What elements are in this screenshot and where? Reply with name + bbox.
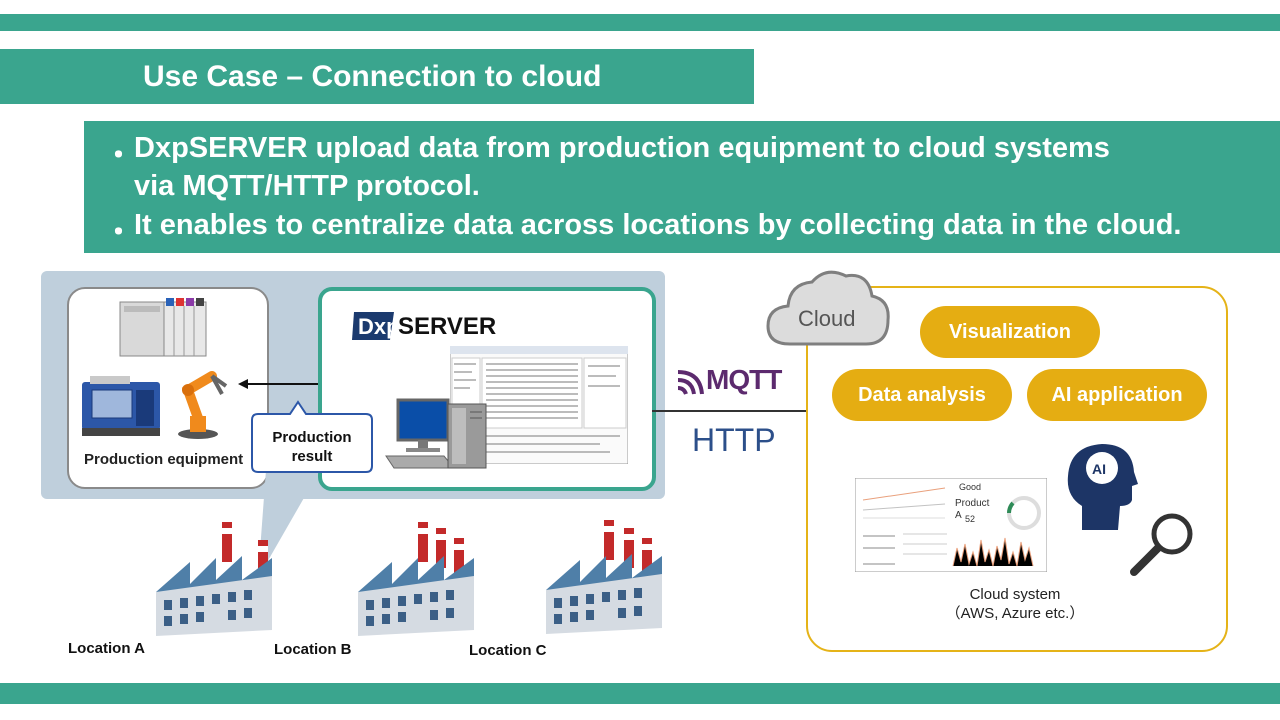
bottom-band — [0, 683, 1280, 704]
cloud-system-examples: （AWS, Azure etc.） — [945, 605, 1085, 622]
dashboard-good: Good — [959, 482, 981, 492]
mqtt-logo-icon — [677, 370, 704, 395]
callout-line2: result — [291, 448, 333, 465]
bullet-marker: ・ — [104, 140, 134, 172]
robot-arm-icon — [178, 371, 228, 439]
top-band — [0, 14, 1280, 31]
cloud-label: Cloud — [798, 306, 855, 331]
bullet-2: ・ It enables to centralize data across l… — [104, 209, 1182, 249]
factory-icon — [546, 520, 662, 634]
visualization-pill: Visualization — [920, 306, 1100, 358]
plc-icon — [119, 298, 207, 357]
bullet-1-line1: DxpSERVER upload data from production eq… — [134, 132, 1110, 164]
computer-icon — [385, 398, 456, 469]
dxpserver-logo: Dxp SERVER — [352, 312, 496, 340]
dashboard-thumbnail: Good Product A 52 — [855, 478, 1047, 572]
logo-prefix: Dxp — [358, 314, 400, 339]
ai-application-pill: AI application — [1027, 369, 1207, 421]
upload-arrow — [652, 402, 830, 420]
callout-line1: Production — [272, 429, 352, 446]
bullet-1-line2: via MQTT/HTTP protocol. — [134, 170, 480, 202]
magnifier-icon — [1130, 513, 1193, 576]
bullet-marker: ・ — [104, 217, 134, 249]
slide-title: Use Case – Connection to cloud — [143, 60, 602, 93]
callout-bubble — [251, 400, 373, 578]
server-icon — [447, 403, 487, 469]
factory-icon — [156, 522, 272, 636]
dashboard-product-sub: A — [955, 510, 962, 521]
mqtt-label: MQTT — [706, 364, 782, 395]
location-a-label: Location A — [68, 640, 145, 657]
ai-head-icon: AI — [1067, 444, 1138, 530]
http-label: HTTP — [692, 422, 776, 458]
cloud-icon: Cloud — [766, 270, 890, 346]
machine-tool-icon — [82, 376, 160, 436]
dashboard-count: 52 — [965, 514, 975, 524]
logo-suffix: SERVER — [398, 313, 496, 340]
dashboard-product: Product — [955, 498, 990, 509]
title-bar — [0, 49, 754, 104]
data-analysis-pill: Data analysis — [832, 369, 1012, 421]
bullet-1: ・ DxpSERVER upload data from production … — [104, 132, 1110, 172]
factory-icon — [358, 522, 474, 636]
location-b-label: Location B — [274, 641, 352, 658]
bullet-2-line1: It enables to centralize data across loc… — [134, 209, 1182, 241]
equipment-label: Production equipment — [84, 451, 244, 468]
bullet-panel: ・ DxpSERVER upload data from production … — [84, 121, 1280, 253]
cloud-system-label: Cloud system — [969, 586, 1061, 603]
location-c-label: Location C — [469, 642, 547, 659]
ai-badge: AI — [1092, 461, 1106, 477]
